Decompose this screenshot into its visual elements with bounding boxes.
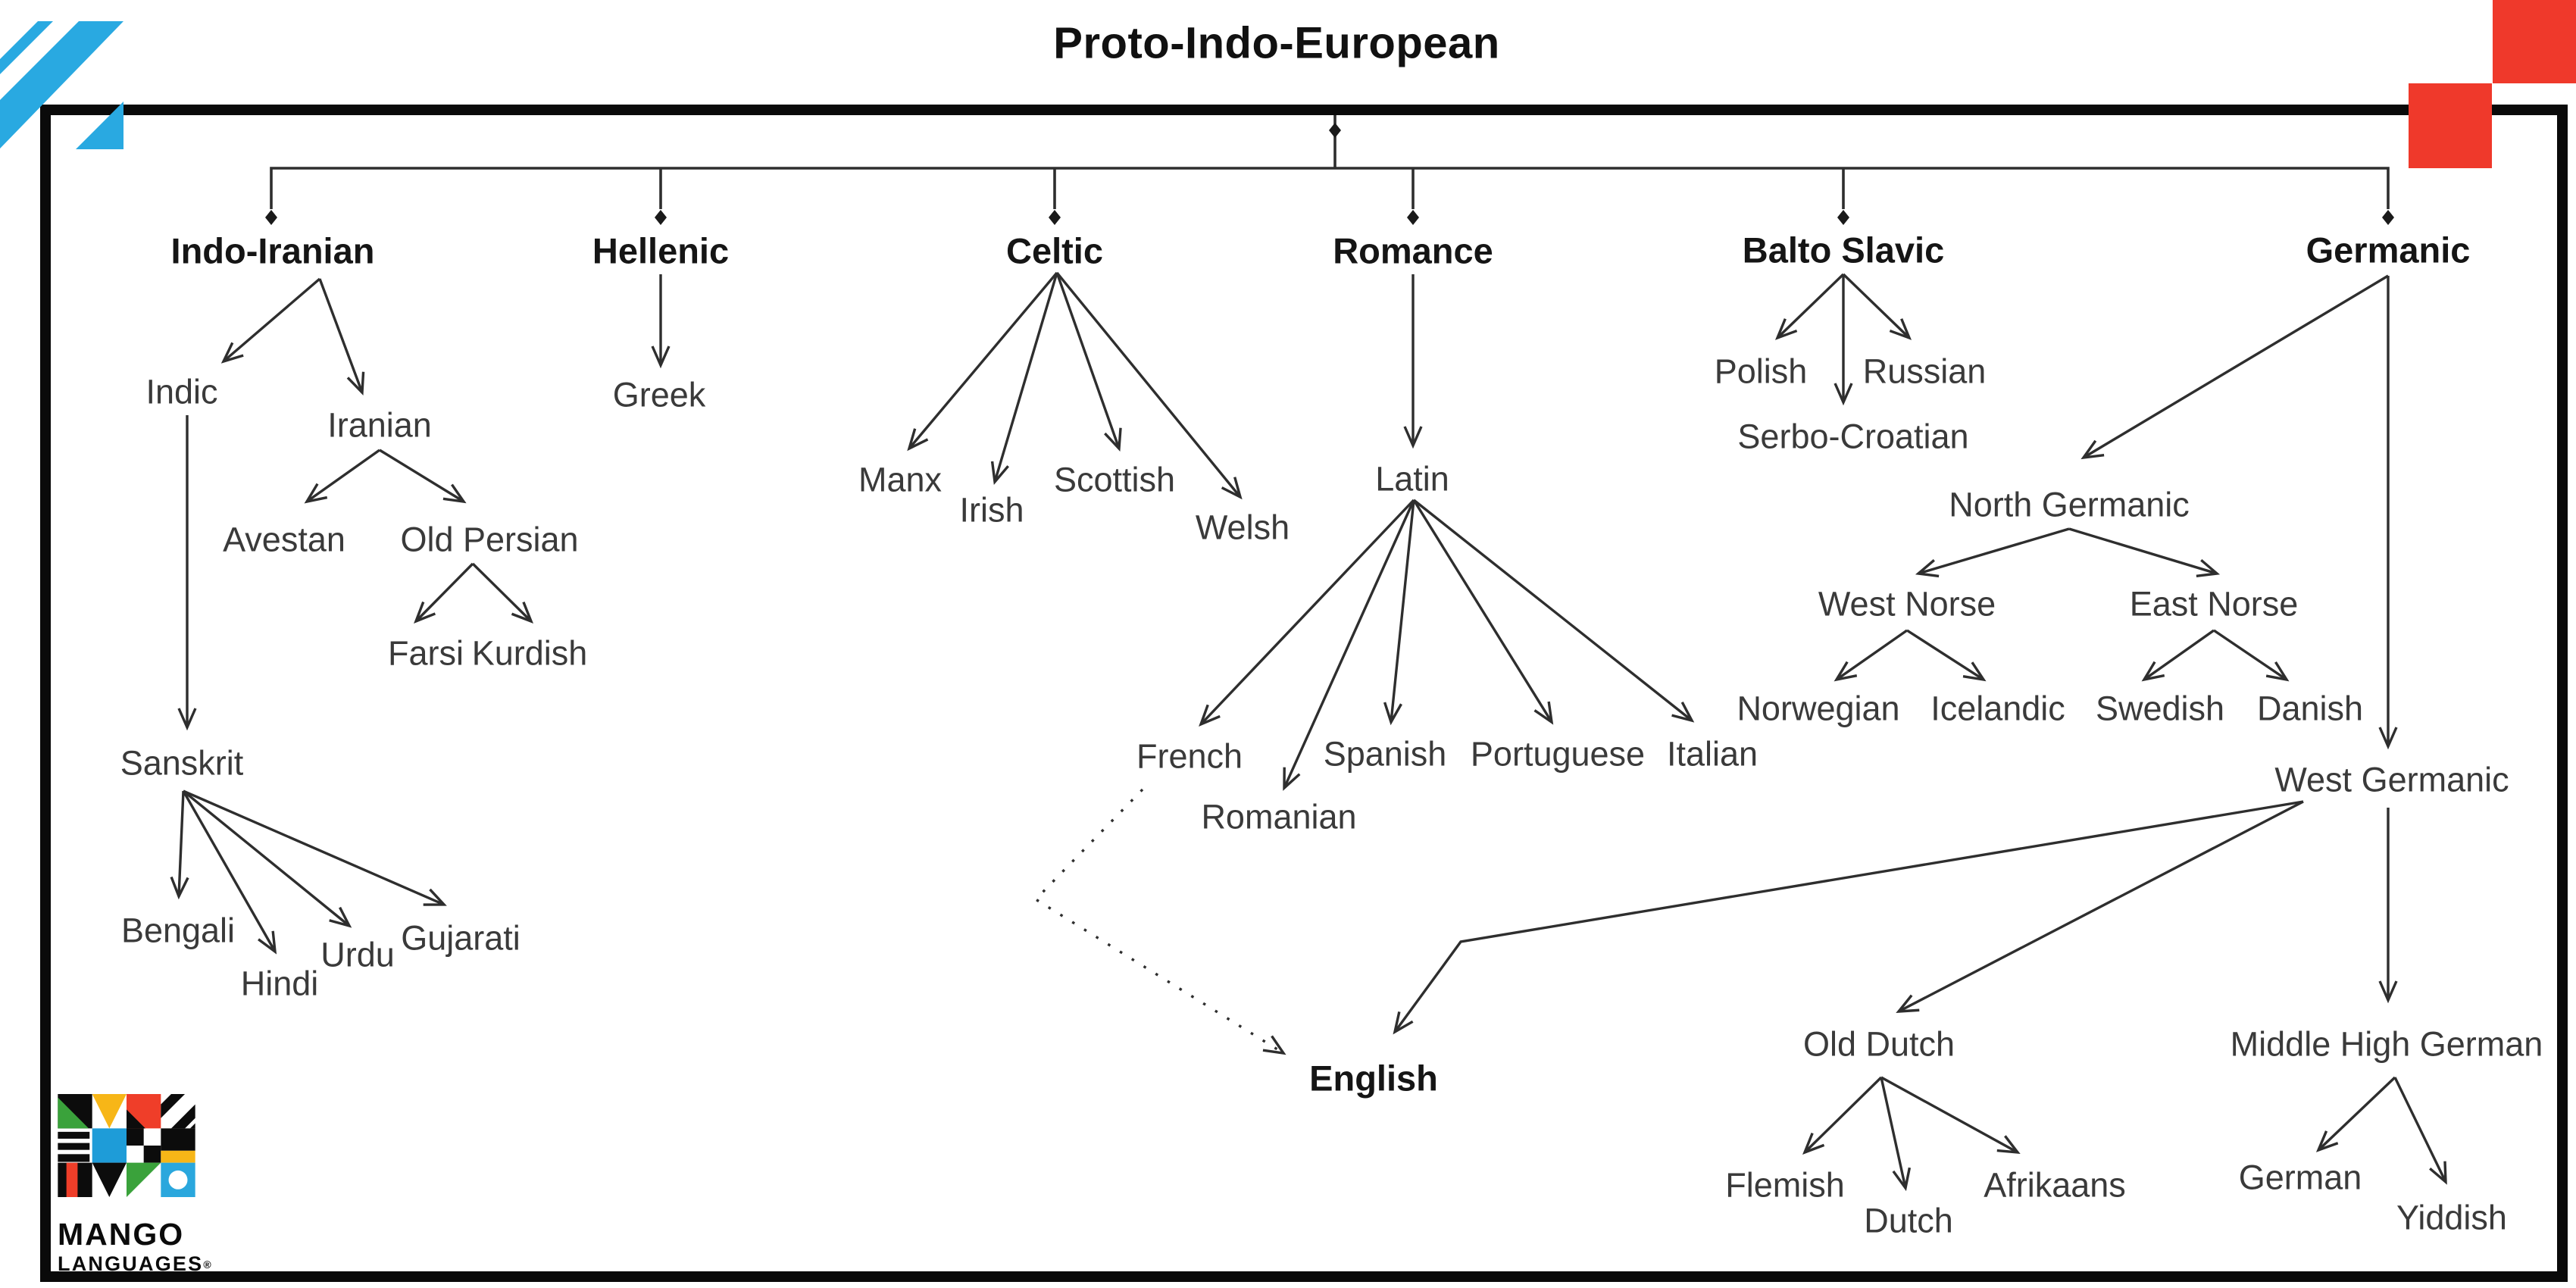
node-yiddish: Yiddish (2396, 1198, 2507, 1237)
node-german: German (2238, 1158, 2362, 1197)
node-balto-slavic: Balto Slavic (1742, 230, 1945, 270)
node-latin: Latin (1375, 459, 1449, 499)
cyan-stripes-decoration (0, 21, 123, 149)
node-indic: Indic (145, 372, 218, 411)
node-french: French (1136, 736, 1243, 776)
node-spanish: Spanish (1323, 734, 1447, 774)
node-indo-iranian: Indo-Iranian (170, 230, 375, 271)
node-manx: Manx (858, 460, 943, 499)
node-old-dutch: Old Dutch (1802, 1024, 1955, 1064)
mango-languages-logo: MANGO LANGUAGES® (58, 1094, 211, 1274)
node-russian: Russian (1862, 352, 1987, 391)
node-germanic: Germanic (2306, 230, 2471, 270)
node-greek: Greek (612, 375, 706, 414)
node-norwegian: Norwegian (1737, 689, 1900, 728)
node-swedish: Swedish (2095, 689, 2225, 728)
edges-celtic (907, 271, 1243, 500)
logo-sub-text: LANGUAGES® (58, 1254, 211, 1274)
frame-border (40, 105, 2568, 1282)
page-title: Proto-Indo-European (1053, 18, 1500, 68)
edges-romance (1199, 274, 1695, 791)
node-old-persian: Old Persian (400, 520, 579, 559)
node-middle-high-german: Middle High German (2230, 1024, 2543, 1064)
node-portuguese: Portuguese (1470, 734, 1646, 774)
node-dutch: Dutch (1864, 1201, 1953, 1240)
node-bengali: Bengali (120, 911, 236, 950)
node-polish: Polish (1714, 352, 1808, 391)
logo-brand-text: MANGO (58, 1217, 185, 1252)
node-farsi: Farsi (388, 633, 464, 673)
node-serbo-croatian: Serbo-Croatian (1737, 417, 1969, 456)
node-danish: Danish (2256, 689, 2364, 728)
node-hellenic: Hellenic (592, 230, 730, 271)
registered-mark: ® (203, 1258, 211, 1271)
node-italian: Italian (1666, 734, 1758, 774)
node-celtic: Celtic (1006, 230, 1103, 271)
edges-germanic (1393, 274, 2447, 1192)
node-urdu: Urdu (320, 935, 395, 974)
node-east-norse: East Norse (2129, 584, 2299, 624)
node-scottish: Scottish (1053, 460, 1176, 499)
trunk-connectors (270, 115, 2390, 209)
node-flemish: Flemish (1725, 1165, 1845, 1205)
edges-indo-iranian (170, 277, 534, 955)
red-squares-decoration (2409, 0, 2576, 168)
node-west-germanic: West Germanic (2274, 760, 2509, 799)
node-irish: Irish (959, 490, 1024, 530)
node-sanskrit: Sanskrit (120, 743, 244, 783)
node-welsh: Welsh (1195, 508, 1290, 547)
node-romance: Romance (1333, 230, 1493, 271)
node-north-germanic: North Germanic (1949, 485, 2190, 524)
node-kurdish: Kurdish (471, 633, 588, 673)
node-iranian: Iranian (327, 405, 432, 445)
mango-m-icon (58, 1094, 195, 1197)
node-avestan: Avestan (223, 520, 345, 559)
logo-sub-word: LANGUAGES (58, 1252, 204, 1275)
node-romanian: Romanian (1201, 797, 1357, 836)
node-afrikaans: Afrikaans (1984, 1165, 2126, 1205)
node-hindi: Hindi (240, 964, 319, 1003)
node-gujarati: Gujarati (401, 918, 521, 958)
node-icelandic: Icelandic (1930, 689, 2065, 728)
branch-dots (265, 123, 2394, 225)
node-west-norse: West Norse (1818, 584, 1996, 624)
edges-balto-slavic (1774, 273, 1912, 406)
node-english: English (1309, 1058, 1438, 1099)
